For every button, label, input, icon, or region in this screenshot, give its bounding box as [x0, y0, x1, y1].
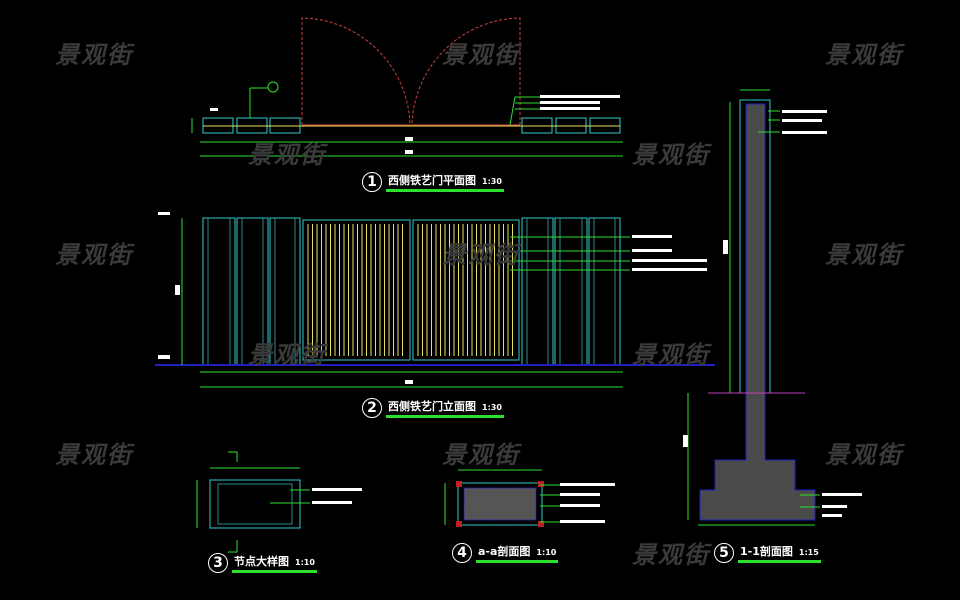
drawing-number: 4	[452, 543, 472, 563]
watermark: 景观街	[632, 341, 710, 369]
drawing-number: 5	[714, 543, 734, 563]
drawing-number: 2	[362, 398, 382, 418]
watermark: 景观街	[248, 141, 326, 169]
watermark: 景观街	[632, 541, 710, 569]
watermark: 景观街	[55, 241, 133, 269]
plan-view	[191, 17, 623, 157]
watermark: 景观街	[825, 241, 903, 269]
watermark: 景观街	[825, 441, 903, 469]
watermark: 景观街	[825, 41, 903, 69]
drawing-number: 1	[362, 172, 382, 192]
aa-section-view	[444, 469, 615, 527]
watermark: 景观街	[55, 441, 133, 469]
watermark: 景观街	[55, 41, 133, 69]
elevation-view	[155, 212, 715, 388]
watermark: 景观街	[442, 41, 520, 69]
watermark: 景观街	[442, 241, 520, 269]
watermark: 景观街	[632, 141, 710, 169]
drawing-number: 3	[208, 553, 228, 573]
section-11-view	[683, 89, 862, 526]
node-detail-view	[196, 451, 362, 553]
watermark: 景观街	[442, 441, 520, 469]
watermark: 景观街	[248, 341, 326, 369]
